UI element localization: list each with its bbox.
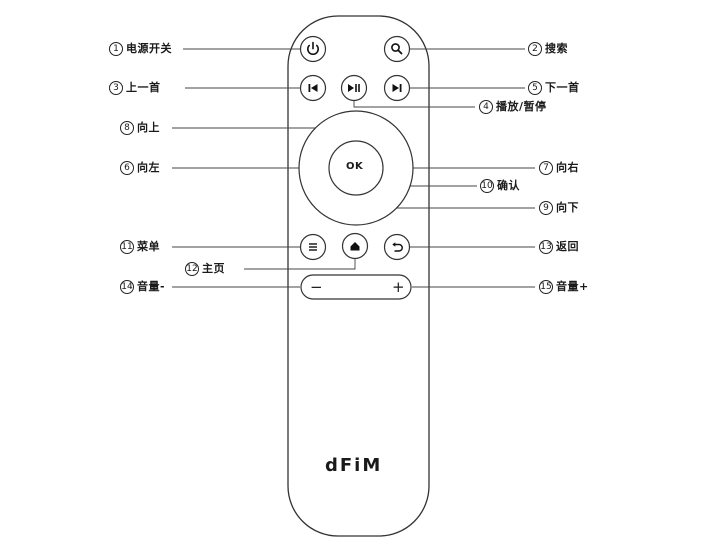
callout-back: 13 返回 [539, 238, 579, 256]
callout-power: 1 电源开关 [109, 40, 172, 58]
callout-number: 12 [185, 262, 199, 276]
callout-number: 13 [539, 240, 553, 254]
callout-text: 向左 [137, 161, 160, 174]
callout-down: 9 向下 [539, 199, 579, 217]
search-button [383, 35, 411, 63]
callout-left: 6 向左 [120, 159, 160, 177]
callout-volume-down: 14 音量- [120, 278, 165, 296]
callout-text: 确认 [497, 179, 520, 192]
callout-number: 5 [528, 81, 542, 95]
callout-text: 向下 [556, 201, 579, 214]
callout-text: 音量- [137, 280, 166, 293]
callout-number: 15 [539, 280, 553, 294]
callout-search: 2 搜索 [528, 40, 568, 58]
callout-text: 播放/暂停 [496, 100, 547, 113]
callout-play-pause: 4 播放/暂停 [479, 98, 547, 116]
callout-confirm: 10 确认 [480, 177, 520, 195]
callout-volume-up: 15 音量+ [539, 278, 589, 296]
play-pause-button [340, 74, 368, 102]
brand-logo: dFiM [325, 455, 383, 476]
callout-number: 7 [539, 161, 553, 175]
ok-button [328, 140, 384, 196]
callout-number: 9 [539, 201, 553, 215]
callout-text: 下一首 [545, 81, 580, 94]
callout-number: 4 [479, 100, 493, 114]
callout-text: 搜索 [545, 42, 568, 55]
ok-label: OK [346, 161, 364, 172]
callout-number: 10 [480, 179, 494, 193]
callout-number: 6 [120, 161, 134, 175]
menu-button [299, 233, 327, 261]
callout-number: 1 [109, 42, 123, 56]
volume-rocker [300, 274, 412, 300]
callout-text: 音量+ [556, 280, 589, 293]
callout-right: 7 向右 [539, 159, 579, 177]
callout-previous: 3 上一首 [109, 79, 161, 97]
callout-menu: 11 菜单 [120, 238, 160, 256]
callout-text: 主页 [202, 262, 225, 275]
callout-number: 14 [120, 280, 134, 294]
previous-track-button [299, 74, 327, 102]
next-track-button [383, 74, 411, 102]
callout-number: 2 [528, 42, 542, 56]
volume-minus-sign: − [310, 278, 323, 296]
callout-up: 8 向上 [120, 119, 160, 137]
callout-text: 菜单 [137, 240, 160, 253]
home-button [341, 232, 369, 260]
callout-home: 12 主页 [185, 260, 225, 278]
callout-text: 向上 [137, 121, 160, 134]
callout-number: 11 [120, 240, 134, 254]
callout-text: 电源开关 [126, 42, 172, 55]
callout-text: 返回 [556, 240, 579, 253]
callout-number: 8 [120, 121, 134, 135]
callout-number: 3 [109, 81, 123, 95]
volume-plus-sign: + [392, 278, 405, 296]
callout-next: 5 下一首 [528, 79, 580, 97]
callout-text: 向右 [556, 161, 579, 174]
back-button [383, 233, 411, 261]
callout-text: 上一首 [126, 81, 161, 94]
power-button [299, 35, 327, 63]
